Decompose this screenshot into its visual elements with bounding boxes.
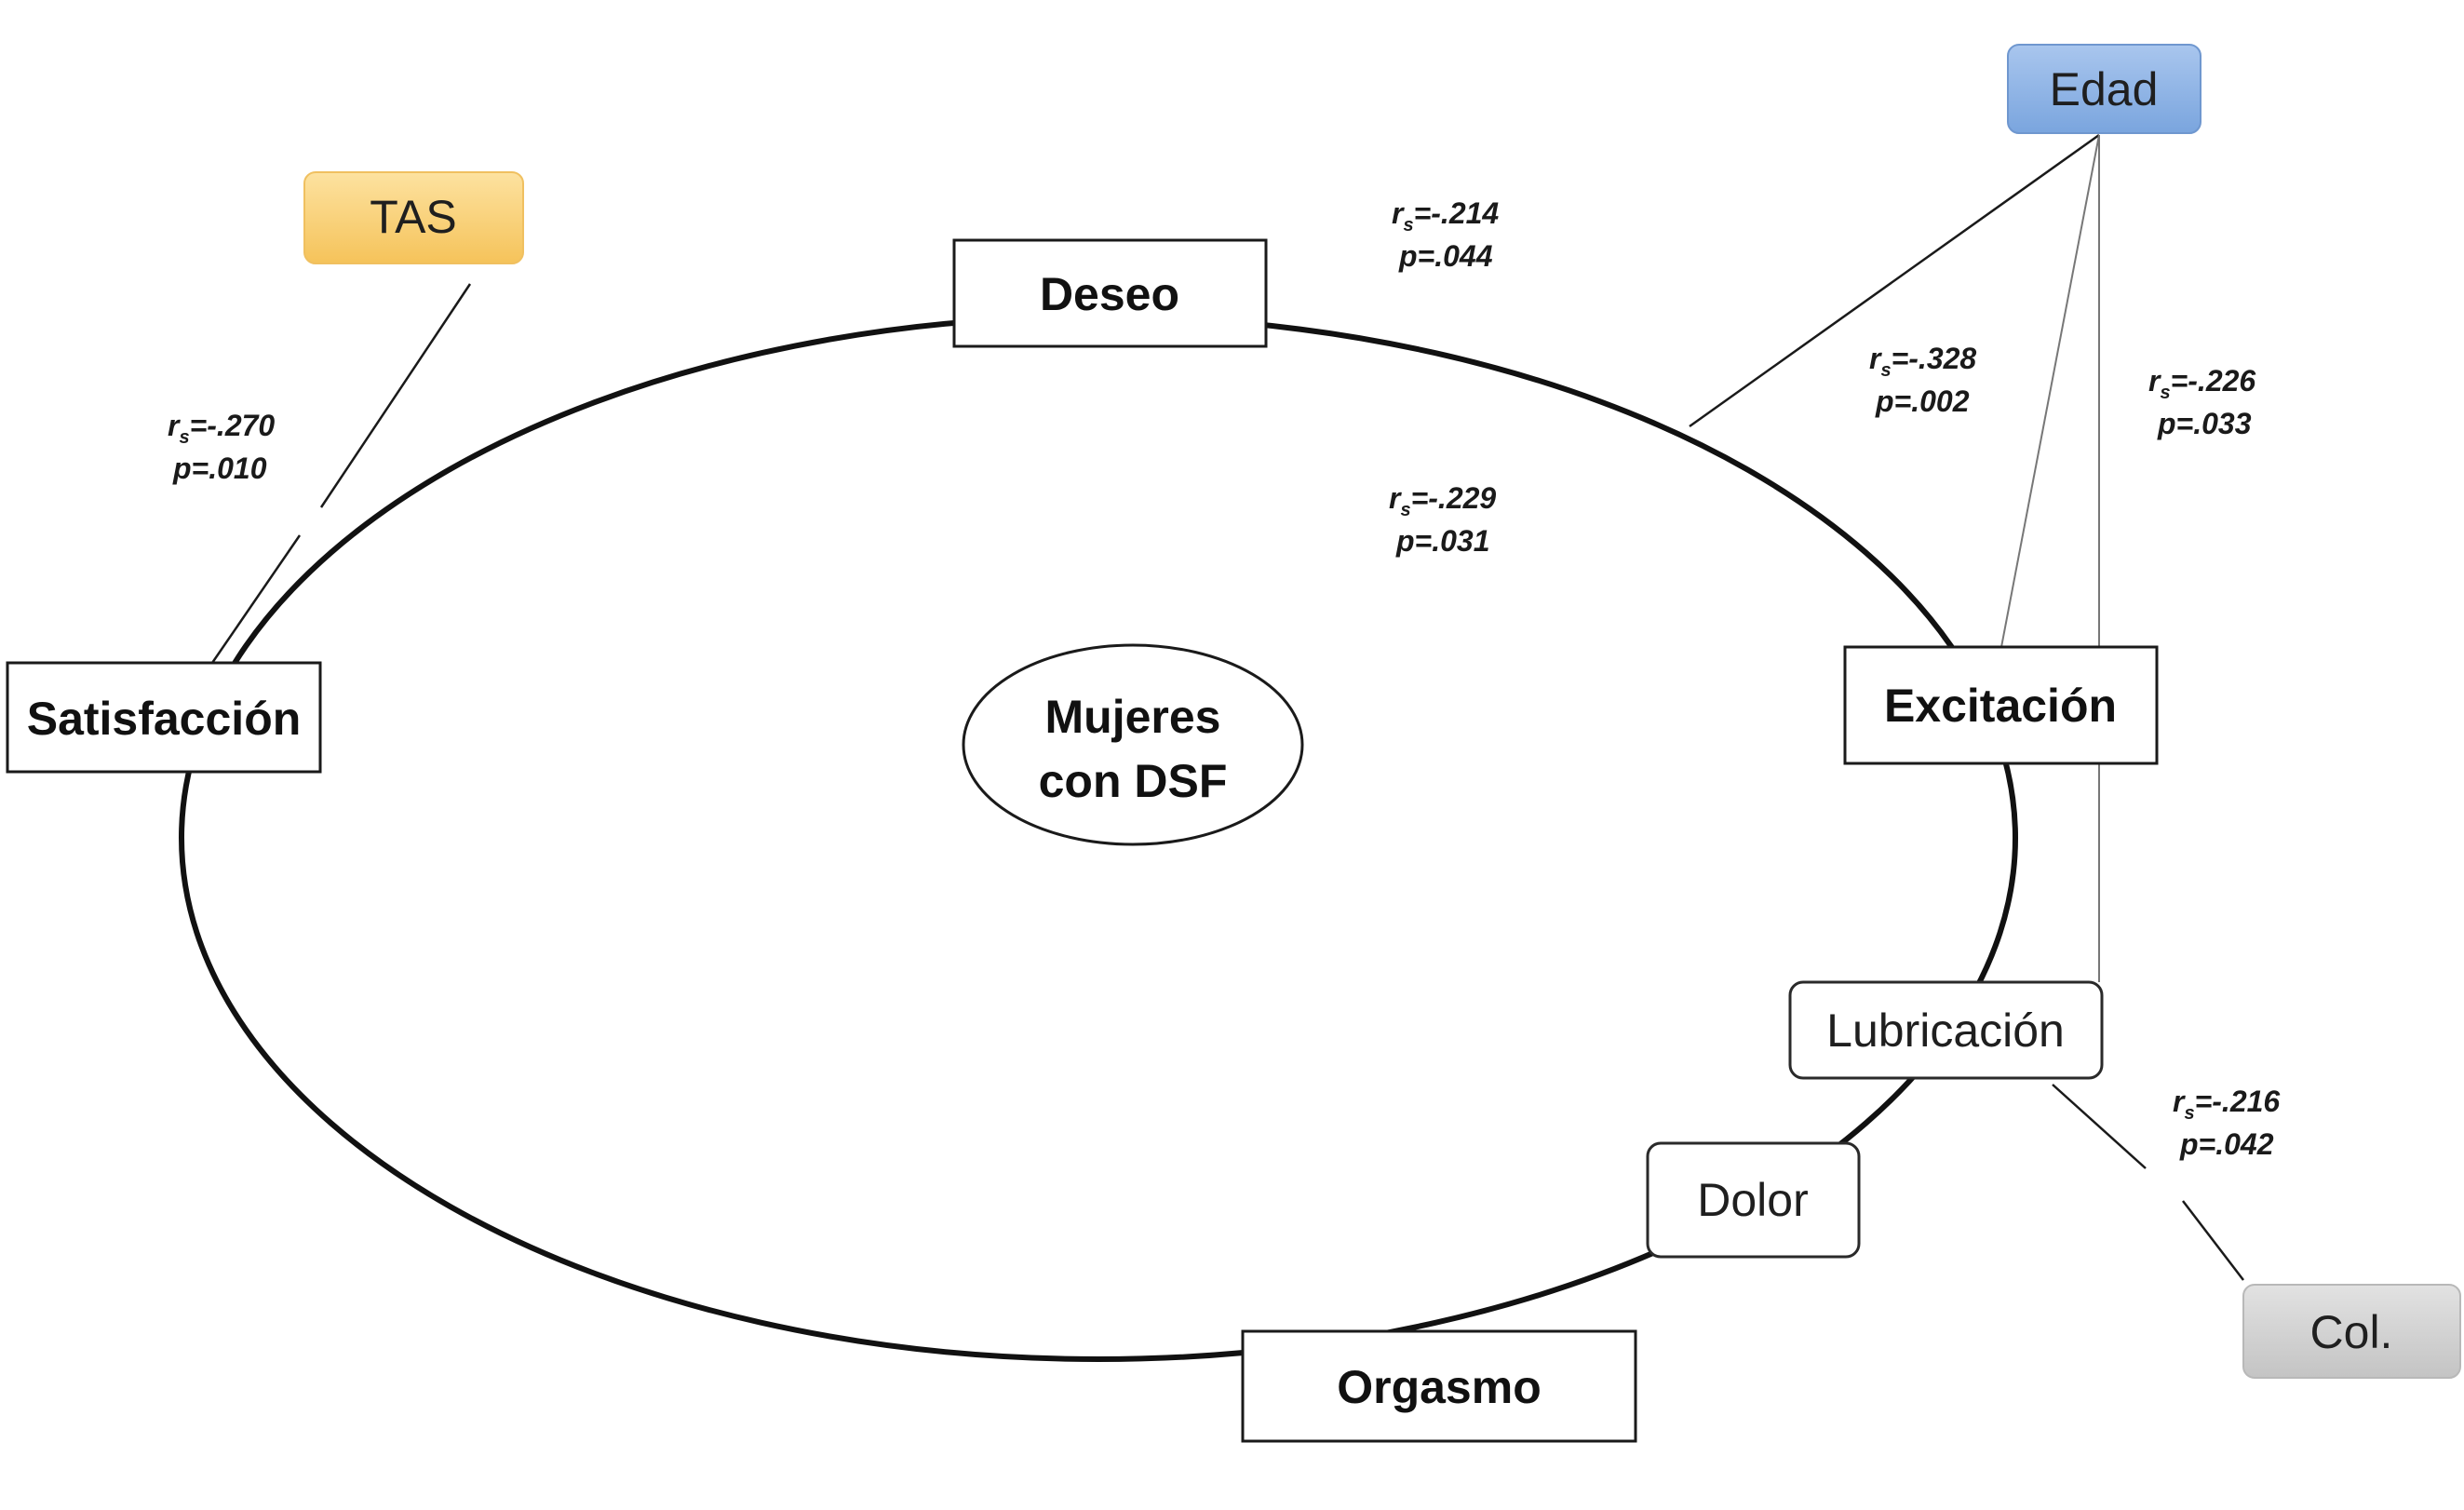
connector-tas-satisfaccion-lower [210, 534, 302, 664]
stat-deseo-inner-r: rs=-.229 [1389, 481, 1496, 520]
node-lubricacion-label: Lubricación [1826, 1004, 2065, 1057]
stat-tas-satisfaccion-r: rs=-.270 [168, 409, 275, 448]
node-dolor-label: Dolor [1697, 1174, 1808, 1226]
stat-col-lubricacion: rs=-.216 p=.042 [2173, 1085, 2280, 1161]
node-deseo-label: Deseo [1040, 268, 1179, 320]
node-orgasmo: Orgasmo [1241, 1329, 1637, 1443]
stat-edad-deseo-r: rs=-.214 [1392, 196, 1499, 236]
node-tas: TAS [303, 171, 524, 264]
node-col: Col. [2242, 1284, 2461, 1379]
center-ellipse [962, 643, 1304, 846]
stat-edad-lubricacion-p: p=.033 [2157, 407, 2252, 440]
stat-tas-satisfaccion-p: p=.010 [172, 452, 267, 485]
node-excitacion: Excitación [1843, 645, 2159, 765]
node-deseo: Deseo [952, 238, 1268, 348]
stat-deseo-inner-p: p=.031 [1395, 524, 1490, 558]
connector-tas-satisfaccion [319, 283, 472, 508]
connector-edad-deseo [1689, 133, 2100, 428]
stat-col-lubricacion-r: rs=-.216 [2173, 1085, 2280, 1124]
stat-edad-deseo-p: p=.044 [1398, 239, 1493, 273]
connector-col-lubricacion-upper [2052, 1084, 2147, 1169]
connector-edad-excitacion [2000, 134, 2100, 648]
stat-col-lubricacion-p: p=.042 [2179, 1127, 2274, 1161]
node-excitacion-label: Excitación [1884, 680, 2117, 732]
node-satisfaccion-label: Satisfacción [27, 693, 302, 745]
stat-edad-excitacion: rs=-.328 p=.002 [1869, 342, 1976, 418]
node-tas-label: TAS [370, 191, 457, 243]
connector-col-lubricacion-lower [2182, 1200, 2244, 1281]
stat-edad-lubricacion-r: rs=-.226 [2148, 364, 2255, 403]
stat-deseo-inner: rs=-.229 p=.031 [1389, 481, 1496, 558]
stat-edad-excitacion-r: rs=-.328 [1869, 342, 1976, 381]
node-dolor: Dolor [1646, 1141, 1861, 1259]
stat-edad-deseo: rs=-.214 p=.044 [1392, 196, 1499, 273]
stat-edad-excitacion-p: p=.002 [1875, 384, 1970, 418]
node-edad-label: Edad [2050, 63, 2159, 115]
node-lubricacion: Lubricación [1788, 980, 2104, 1080]
center-label-line2: con DSF [1039, 755, 1228, 807]
node-col-label: Col. [2310, 1306, 2393, 1358]
node-orgasmo-label: Orgasmo [1337, 1361, 1542, 1413]
node-edad: Edad [2007, 44, 2201, 134]
stat-tas-satisfaccion: rs=-.270 p=.010 [168, 409, 275, 485]
node-satisfaccion: Satisfacción [6, 661, 322, 774]
center-label-line1: Mujeres [1045, 691, 1221, 743]
stat-edad-lubricacion: rs=-.226 p=.033 [2148, 364, 2255, 440]
